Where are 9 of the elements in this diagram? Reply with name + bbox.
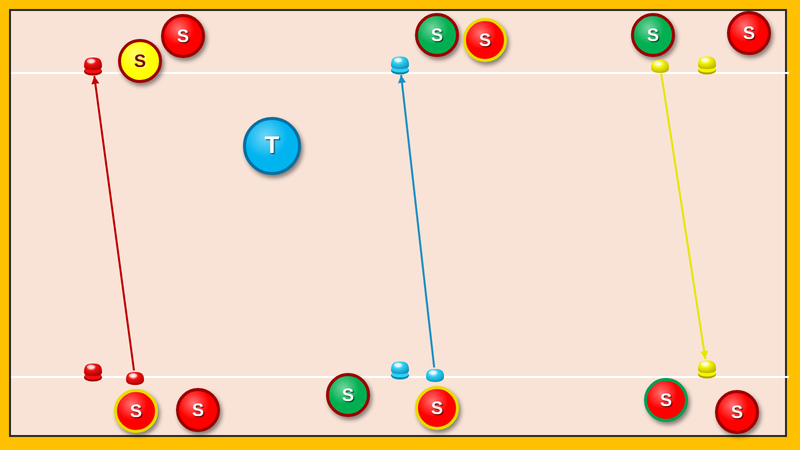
cone-icon bbox=[390, 55, 410, 75]
cone-icon bbox=[697, 55, 717, 75]
arrow bbox=[91, 76, 135, 371]
arrow bbox=[660, 73, 708, 360]
arrow bbox=[398, 74, 436, 368]
cone-icon bbox=[390, 360, 410, 380]
cone-icon bbox=[83, 56, 103, 76]
cone-icon bbox=[697, 359, 717, 379]
cone-icon bbox=[83, 362, 103, 382]
